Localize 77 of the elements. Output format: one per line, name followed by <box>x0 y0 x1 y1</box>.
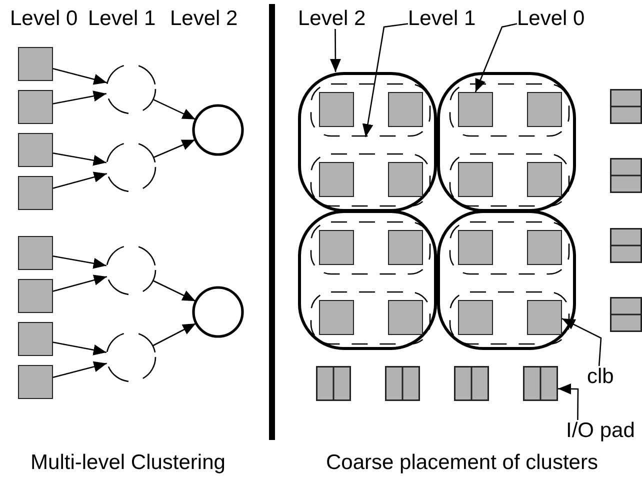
logic-block <box>18 279 53 313</box>
dashed-cluster-circle <box>105 244 157 296</box>
logic-block <box>388 92 423 127</box>
level-label: Level 2 <box>170 8 238 29</box>
rounded-cluster-box <box>437 72 576 212</box>
arrow <box>52 68 107 85</box>
logic-block <box>527 230 562 265</box>
arrow <box>52 255 106 269</box>
logic-block <box>18 133 53 167</box>
level-label: Level 0 <box>10 8 78 29</box>
logic-block <box>388 230 423 265</box>
callout-label: I/O pad <box>566 420 635 441</box>
leader-line <box>474 23 518 92</box>
dashed-cluster-box <box>449 291 570 345</box>
io-pad <box>610 297 642 332</box>
io-pad <box>454 366 489 401</box>
logic-block <box>319 230 354 265</box>
io-pad <box>610 89 642 124</box>
io-pad <box>385 366 420 401</box>
logic-block <box>18 90 53 124</box>
logic-block <box>319 300 354 335</box>
caption: Multi-level Clustering <box>30 452 226 473</box>
dashed-cluster-box <box>449 83 570 137</box>
dashed-cluster-box <box>449 153 570 207</box>
logic-block <box>18 176 53 210</box>
logic-block <box>319 92 354 127</box>
caption: Coarse placement of clusters <box>326 452 598 473</box>
callout-label: Level 2 <box>298 8 366 29</box>
logic-block <box>18 47 53 81</box>
logic-block <box>527 162 562 197</box>
dashed-cluster-box <box>449 221 570 275</box>
logic-block <box>527 300 562 335</box>
arrow <box>52 90 107 104</box>
io-pad <box>610 228 642 263</box>
arrow <box>152 322 196 346</box>
arrow <box>153 99 196 120</box>
logic-block <box>458 92 493 127</box>
leader-line <box>362 23 408 138</box>
arrow <box>52 172 108 189</box>
dashed-cluster-box <box>310 221 431 275</box>
io-pad <box>316 366 351 401</box>
arrow <box>52 274 108 292</box>
arrow <box>52 342 107 356</box>
callout-label: Level 1 <box>408 8 476 29</box>
arrow <box>153 280 196 302</box>
callout-label: Level 0 <box>517 8 585 29</box>
callout-label: clb <box>587 366 614 387</box>
logic-block <box>458 230 493 265</box>
logic-block <box>18 322 53 356</box>
logic-block <box>388 162 423 197</box>
arrow <box>52 361 107 378</box>
logic-block <box>18 236 53 270</box>
dashed-cluster-circle <box>105 63 157 115</box>
logic-block <box>388 300 423 335</box>
dashed-cluster-box <box>310 83 431 137</box>
logic-block <box>458 162 493 197</box>
io-pad <box>523 366 558 401</box>
io-pad <box>610 158 642 193</box>
dashed-cluster-circle <box>105 141 157 193</box>
dashed-cluster-box <box>310 291 431 345</box>
logic-block <box>319 162 354 197</box>
cluster-circle <box>192 286 244 338</box>
leader-line <box>330 29 341 72</box>
dashed-cluster-circle <box>105 331 157 383</box>
dashed-cluster-box <box>310 153 431 207</box>
level-label: Level 1 <box>88 8 156 29</box>
arrow <box>154 139 196 158</box>
logic-block <box>18 365 53 399</box>
leader-line <box>562 318 602 366</box>
rounded-cluster-box <box>437 210 576 350</box>
logic-block <box>458 300 493 335</box>
rounded-cluster-box <box>298 210 437 350</box>
leader-line <box>558 383 579 420</box>
logic-block <box>527 92 562 127</box>
cluster-circle <box>192 104 244 156</box>
rounded-cluster-box <box>298 72 437 212</box>
arrow <box>52 152 106 166</box>
